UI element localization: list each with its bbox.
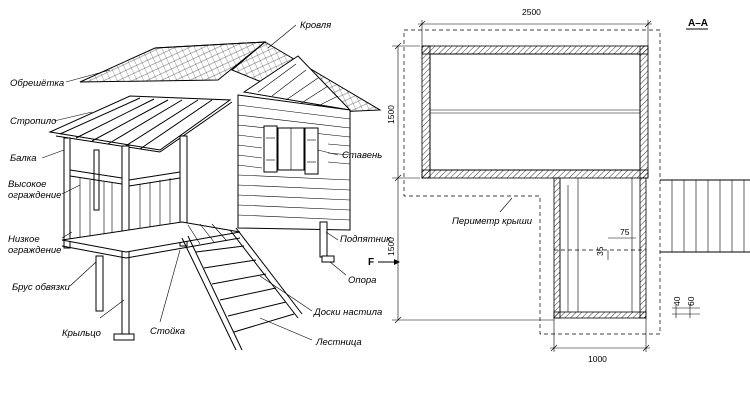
label-krylco: Крыльцо — [62, 328, 101, 339]
label-opora: Опора — [348, 275, 376, 286]
wall-siding — [237, 104, 351, 221]
wall-left — [421, 45, 431, 179]
dim-75: 75 — [620, 227, 630, 237]
room-interior — [429, 53, 641, 171]
gable-end — [242, 55, 352, 111]
label-staven: Ставень — [342, 150, 382, 161]
label-vysokoe-2: ограждение — [8, 190, 61, 201]
porch-roof — [48, 95, 232, 151]
porch-roof-battens — [59, 97, 213, 150]
shutter-left — [263, 125, 278, 173]
label-podlyatnik: Подпятник — [340, 234, 391, 245]
label-brus: Брус обвязки — [12, 282, 71, 293]
label-nizkoe-2: ограждение — [8, 245, 61, 256]
porch-wall-right — [639, 177, 647, 319]
dim-40: 40 — [672, 296, 682, 306]
wall-right — [639, 45, 649, 179]
label-vysokoe-1: Высокое — [8, 179, 46, 190]
plan-stairs — [660, 179, 750, 253]
label-krovlya: Кровля — [300, 20, 331, 31]
label-obreshetka: Обрешётка — [10, 78, 64, 89]
wall-top — [421, 45, 649, 55]
main-roof-left-slope — [79, 41, 267, 83]
leader-lines — [41, 24, 347, 341]
dim-width-bottom: 1000 — [588, 354, 607, 364]
plan-section: А–А 2500 — [368, 7, 750, 364]
dim-height-lower: 1500 — [386, 237, 396, 256]
gable-battens — [257, 63, 339, 109]
roof-perimeter — [403, 29, 661, 335]
dim-height-upper: 1500 — [386, 105, 396, 124]
label-lestnica: Лестница — [315, 337, 362, 348]
porch-wall-bottom — [553, 311, 647, 319]
label-stropilo: Стропило — [10, 116, 56, 127]
deck-frame — [61, 221, 241, 253]
view-arrow-icon — [394, 259, 400, 265]
support-legs — [95, 221, 335, 341]
label-nizkoe-1: Низкое — [8, 234, 40, 245]
section-title: А–А — [688, 18, 708, 29]
house-illustration: Кровля Обрешётка Стропило Балка Высокое … — [8, 20, 391, 351]
view-arrow-label: F — [368, 257, 374, 268]
stairs — [181, 227, 303, 351]
dim-width-top: 2500 — [522, 7, 541, 17]
dim-35: 35 — [595, 246, 605, 256]
dim-60: 60 — [686, 296, 696, 306]
wall-mid — [421, 169, 649, 179]
label-doski: Доски настила — [313, 307, 382, 318]
label-balka: Балка — [10, 153, 37, 164]
label-perimetr: Периметр крыши — [452, 216, 533, 227]
deck-boards — [187, 223, 227, 245]
label-stoyka: Стойка — [150, 326, 185, 337]
porch-wall-left — [553, 177, 561, 319]
shutter-right — [304, 127, 319, 175]
